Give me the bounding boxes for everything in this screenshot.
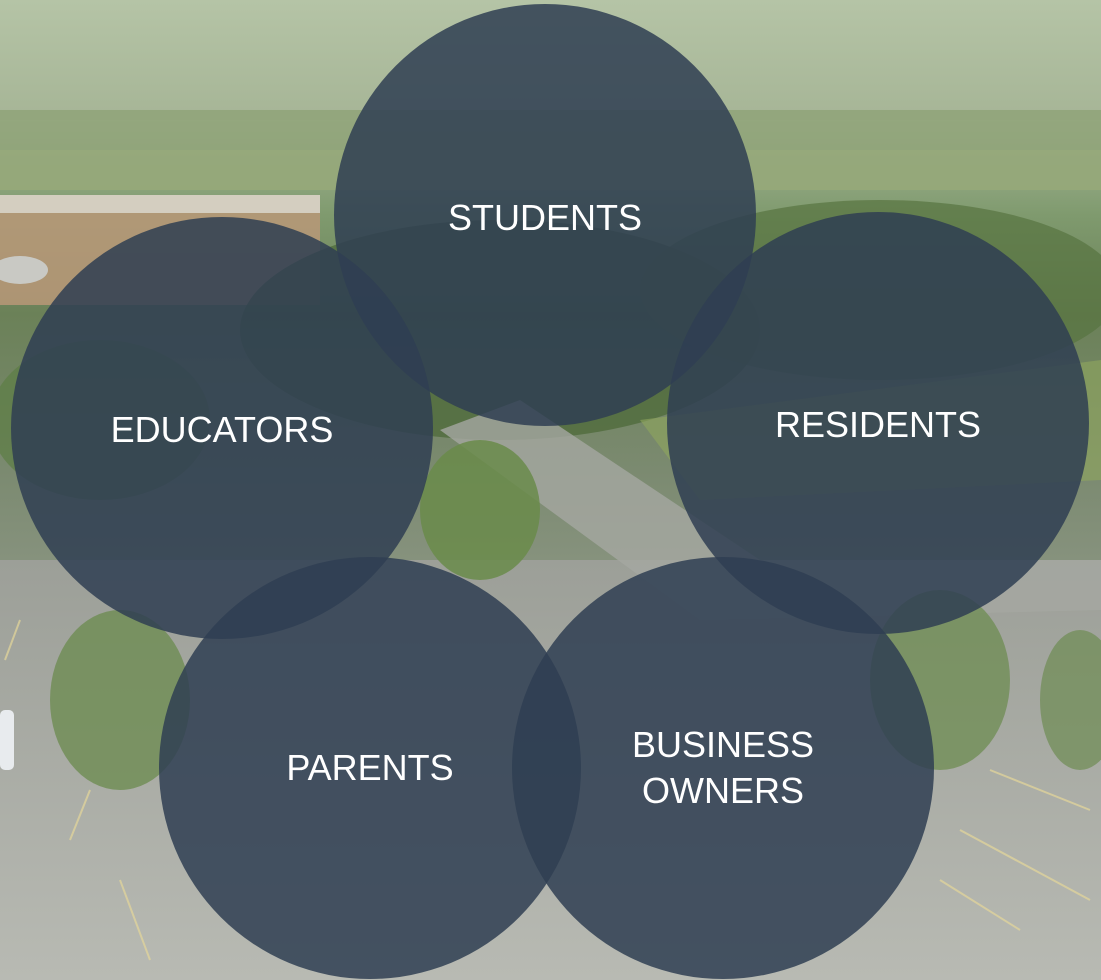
circle-business-owners <box>512 557 934 979</box>
students-label: STUDENTS <box>447 197 642 238</box>
residents-label: RESIDENTS <box>774 404 982 445</box>
parents-label: PARENTS <box>286 747 454 788</box>
business-owners-label: BUSINESS OWNERS <box>631 724 815 811</box>
educators-label: EDUCATORS <box>110 409 334 450</box>
circle-educators <box>11 217 433 639</box>
circle-residents <box>667 212 1089 634</box>
circle-parents <box>159 557 581 979</box>
circle-students <box>334 4 756 426</box>
